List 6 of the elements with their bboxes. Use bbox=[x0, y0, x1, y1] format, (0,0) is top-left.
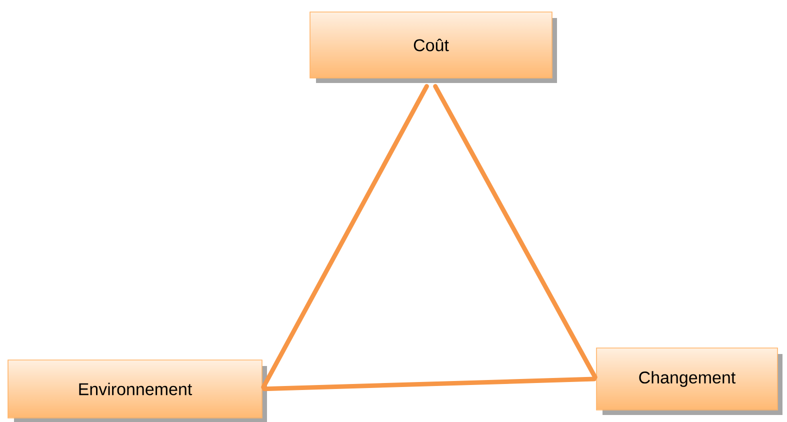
triangle-side bbox=[262, 376, 596, 392]
triangle-side bbox=[261, 84, 429, 390]
label-box: Coût bbox=[310, 12, 557, 83]
label-box: Changement bbox=[596, 348, 782, 415]
triangle-side bbox=[433, 84, 598, 380]
label-box: Environnement bbox=[8, 360, 267, 422]
